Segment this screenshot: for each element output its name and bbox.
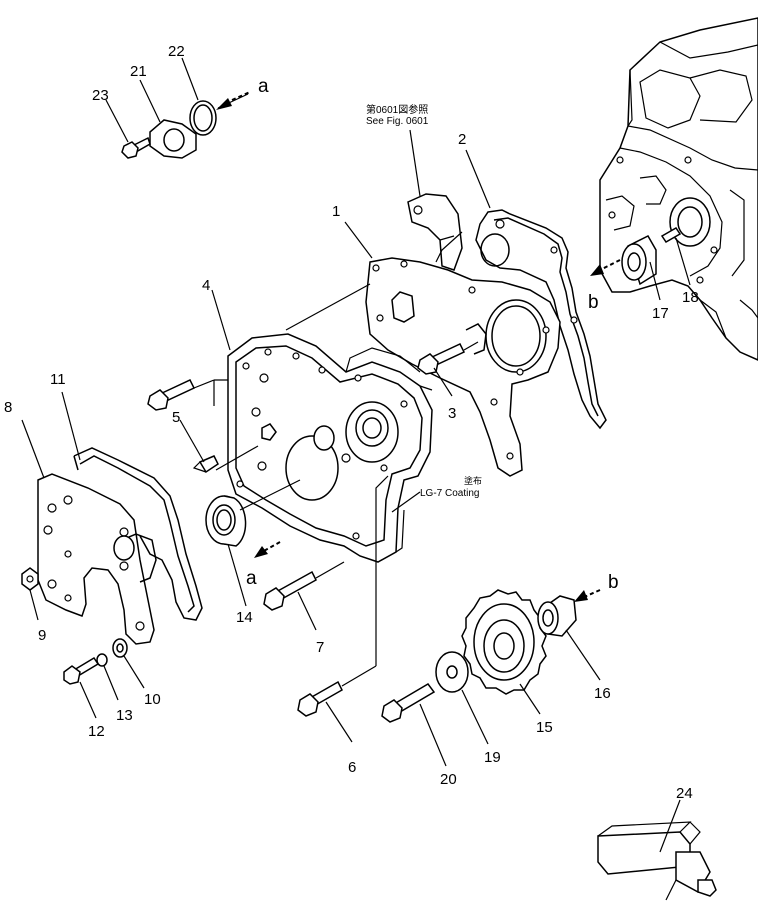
part-17-sleeve bbox=[621, 235, 657, 286]
part-7-bolt bbox=[263, 570, 317, 611]
callout-24: 24 bbox=[676, 785, 693, 802]
part-9-nut bbox=[21, 567, 39, 591]
callout-1: 1 bbox=[332, 203, 340, 220]
bracket-see-fig-0601 bbox=[407, 193, 463, 271]
part-19-thrust-washer bbox=[435, 651, 469, 693]
part-15-gear bbox=[461, 589, 547, 695]
arrow-b-bottom bbox=[574, 589, 601, 602]
part-6-bolt bbox=[297, 680, 343, 717]
part-8-cover-plate bbox=[37, 473, 157, 645]
callout-5: 5 bbox=[172, 409, 180, 426]
arrow-label-a-bottom: a bbox=[246, 568, 257, 589]
callout-12: 12 bbox=[88, 723, 105, 740]
fig-reference-jp: 第0601図参照 bbox=[366, 103, 428, 116]
callout-7: 7 bbox=[316, 639, 324, 656]
part-11-gasket bbox=[73, 447, 203, 621]
callout-20: 20 bbox=[440, 771, 457, 788]
callout-22: 22 bbox=[168, 43, 185, 60]
part-16-sleeve bbox=[537, 595, 577, 637]
callout-16: 16 bbox=[594, 685, 611, 702]
part-4-gear-case bbox=[213, 333, 433, 563]
coating-note-en: LG-7 Coating bbox=[420, 488, 479, 499]
callout-18: 18 bbox=[682, 289, 699, 306]
arrow-a-bottom bbox=[254, 541, 281, 558]
callout-15: 15 bbox=[536, 719, 553, 736]
callout-23: 23 bbox=[92, 87, 109, 104]
part-20-bolt bbox=[381, 683, 436, 723]
callout-10: 10 bbox=[144, 691, 161, 708]
callout-13: 13 bbox=[116, 707, 133, 724]
arrow-label-b-top: b bbox=[588, 292, 599, 313]
callout-6: 6 bbox=[348, 759, 356, 776]
part-24-tool bbox=[597, 821, 717, 901]
callout-21: 21 bbox=[130, 63, 147, 80]
callout-9: 9 bbox=[38, 627, 46, 644]
arrow-a-top bbox=[216, 91, 251, 110]
coating-note-jp: 塗布 bbox=[464, 475, 482, 486]
arrow-label-a-top: a bbox=[258, 76, 269, 97]
callout-8: 8 bbox=[4, 399, 12, 416]
callout-19: 19 bbox=[484, 749, 501, 766]
arrow-b-top bbox=[590, 259, 621, 276]
part-13-washer bbox=[96, 653, 108, 667]
callout-2: 2 bbox=[458, 131, 466, 148]
callout-11: 11 bbox=[50, 371, 66, 388]
part-5-dowel bbox=[192, 455, 219, 474]
part-14-oil-seal bbox=[205, 495, 247, 547]
arrow-label-b-bottom: b bbox=[608, 572, 619, 593]
callout-4: 4 bbox=[202, 277, 210, 294]
callout-17: 17 bbox=[652, 305, 669, 322]
fig-reference-en: See Fig. 0601 bbox=[366, 116, 429, 127]
part-22-o-ring bbox=[189, 100, 217, 136]
gear-case-bolt bbox=[147, 379, 196, 411]
callout-14: 14 bbox=[236, 609, 253, 626]
part-23-bolt bbox=[121, 136, 151, 159]
callout-3: 3 bbox=[448, 405, 456, 422]
part-21-cover bbox=[149, 119, 197, 159]
engine-block bbox=[599, 17, 758, 361]
leader-lines bbox=[21, 57, 691, 853]
part-3-bolt bbox=[417, 343, 466, 375]
part-2-gasket bbox=[475, 209, 607, 430]
part-10-spacer bbox=[112, 638, 128, 658]
part-18-dowel-pin bbox=[660, 227, 682, 243]
part-12-bolt bbox=[63, 656, 100, 685]
